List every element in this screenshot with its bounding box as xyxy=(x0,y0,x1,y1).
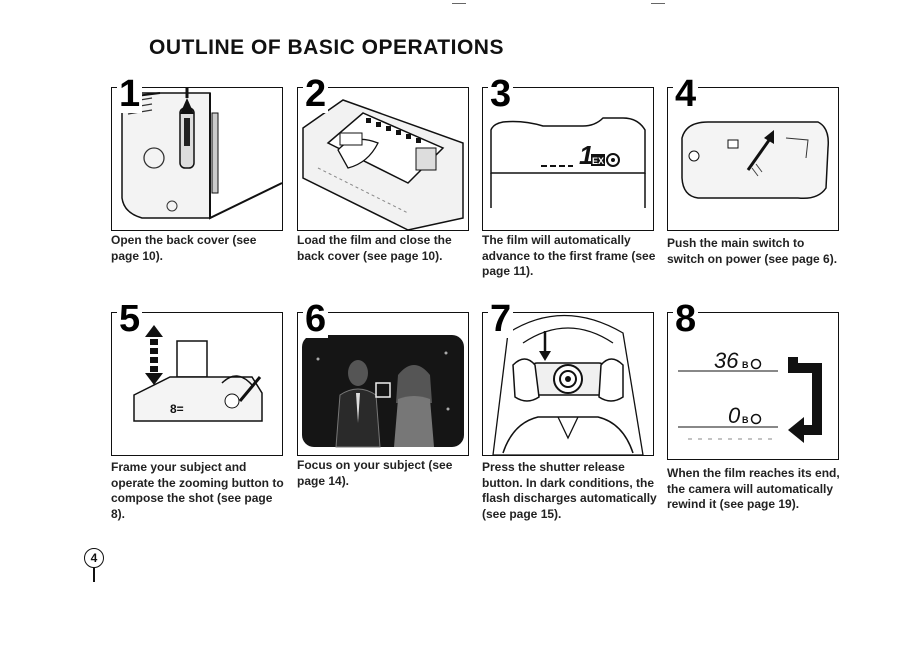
step-1-caption: Open the back cover (see page 10). xyxy=(111,233,257,263)
lcd-top-counter: 36 xyxy=(714,348,739,373)
step-5-number: 5 xyxy=(117,298,143,340)
step-3-caption: The film will automatically advance to t… xyxy=(482,233,656,278)
lcd-bottom-counter: 0 xyxy=(728,403,741,428)
step-8-caption: When the film reaches its end, the camer… xyxy=(667,466,840,511)
step-1-number: 1 xyxy=(117,73,143,115)
camera-back-cover-open xyxy=(119,88,282,220)
step-7-number: 7 xyxy=(488,298,514,340)
lcd-frame-counter: 1 EX xyxy=(490,117,646,208)
step-7-caption: Press the shutter release button. In dar… xyxy=(482,460,657,521)
step-5-caption: Frame your subject and operate the zoomi… xyxy=(111,460,284,521)
lcd-frame-digit: 1 xyxy=(579,140,593,170)
page-number-tick xyxy=(93,568,95,582)
lcd-rewind-counter: 36 B 0 B xyxy=(678,348,822,443)
step-3-number: 3 xyxy=(488,73,514,115)
page-number: 4 xyxy=(84,548,104,568)
step-6-caption: Focus on your subject (see page 14). xyxy=(297,458,453,488)
svg-text:B: B xyxy=(742,360,749,370)
step-4-number: 4 xyxy=(673,73,699,115)
step-6-illustration xyxy=(297,312,469,456)
svg-text:8=: 8= xyxy=(170,402,184,416)
step-1-illustration xyxy=(111,87,283,231)
page-title: OUTLINE OF BASIC OPERATIONS xyxy=(149,36,504,59)
step-4-caption: Push the main switch to switch on power … xyxy=(667,236,838,266)
step-2-caption: Load the film and close the back cover (… xyxy=(297,233,452,263)
viewfinder-subject xyxy=(298,313,468,455)
svg-text:B: B xyxy=(742,415,749,425)
lcd-ex-label: EX xyxy=(592,156,604,166)
film-loading xyxy=(302,99,464,230)
step-8-number: 8 xyxy=(673,298,699,340)
top-rule xyxy=(452,3,466,4)
zoom-button: 8= xyxy=(133,325,263,422)
step-7-illustration xyxy=(482,312,654,456)
person-shooting xyxy=(492,314,644,455)
main-switch xyxy=(681,121,830,200)
step-2-number: 2 xyxy=(303,73,329,115)
step-6-number: 6 xyxy=(303,298,329,340)
top-rule xyxy=(651,3,665,4)
